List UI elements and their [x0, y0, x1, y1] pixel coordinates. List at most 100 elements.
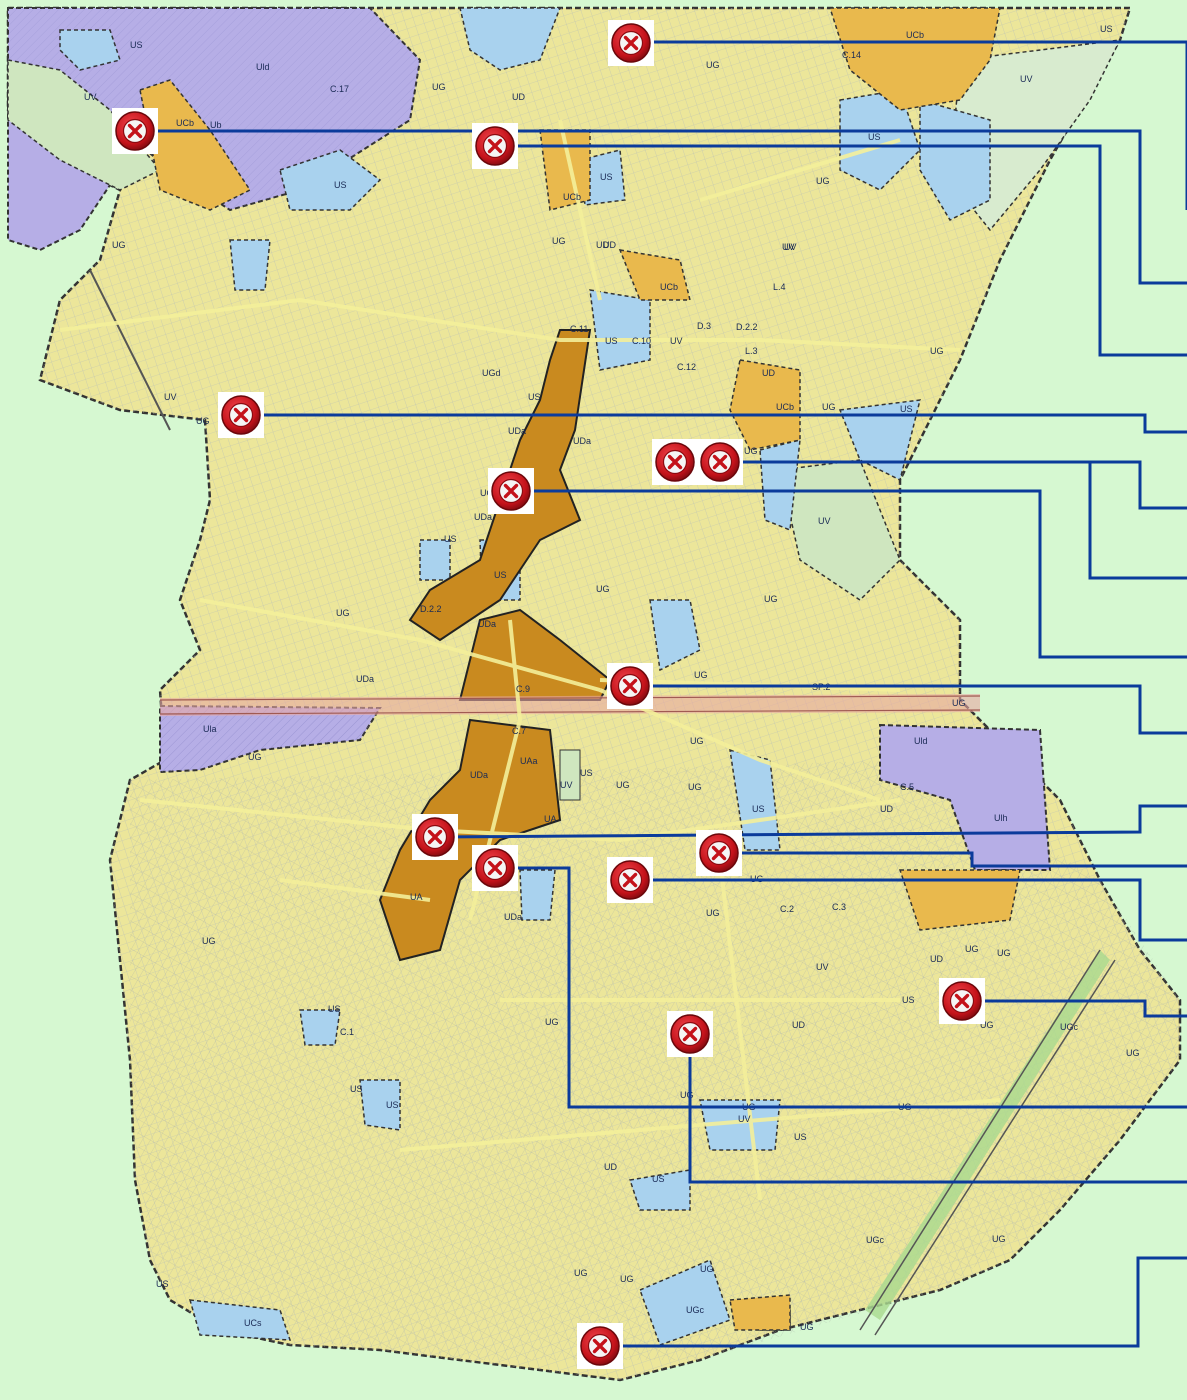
zone-label: UG — [616, 780, 630, 790]
zone-label: US — [494, 570, 507, 580]
zone-label: UD — [604, 1162, 617, 1172]
zone-label: Ulh — [994, 813, 1008, 823]
zone-label: UG — [690, 736, 704, 746]
zone-label: UD — [880, 804, 893, 814]
zone-label: UCb — [776, 402, 794, 412]
circle-x-icon[interactable] — [696, 830, 742, 876]
circle-x-icon[interactable] — [112, 108, 158, 154]
zone-label: UG — [336, 608, 350, 618]
circle-x-icon[interactable] — [607, 857, 653, 903]
zone-label: UV — [816, 962, 829, 972]
zone-label: US — [868, 132, 881, 142]
zone-label: UDa — [356, 674, 374, 684]
zone-label: UG — [202, 936, 216, 946]
zone-label: C.2 — [780, 904, 794, 914]
zone-label: US — [386, 1100, 399, 1110]
zone-label: UCs — [244, 1318, 262, 1328]
zone-label: UG — [816, 176, 830, 186]
zone-label: D.2.2 — [420, 604, 442, 614]
circle-x-icon[interactable] — [652, 439, 698, 485]
zone-label: UD — [603, 240, 616, 250]
zone-label: UV — [784, 242, 797, 252]
zone-label: US — [1100, 24, 1113, 34]
zone-label: UG — [545, 1017, 559, 1027]
circle-x-icon[interactable] — [939, 978, 985, 1024]
leader-line-3 — [496, 144, 1187, 357]
zone-label: US — [605, 336, 618, 346]
zone-label: UGc — [866, 1235, 885, 1245]
zone-label: C.14 — [842, 50, 861, 60]
zone-label: UCb — [563, 192, 581, 202]
zone-label: UG — [992, 1234, 1006, 1244]
zone-label: D.3 — [697, 321, 711, 331]
zone-label: US — [130, 40, 143, 50]
leader-line-9 — [434, 804, 1187, 839]
zone-label: C.1 — [340, 1027, 354, 1037]
leader-line-10 — [719, 851, 1187, 868]
zone-label: US — [902, 995, 915, 1005]
zone-label: UG — [700, 1264, 714, 1274]
zone-label: UV — [670, 336, 683, 346]
zone-label: Uld — [256, 62, 270, 72]
circle-x-icon[interactable] — [412, 814, 458, 860]
zone-label: UV — [560, 780, 573, 790]
zone-label: UG — [952, 698, 966, 708]
zone-label: UCb — [660, 282, 678, 292]
zone-label: Uld — [914, 736, 928, 746]
zone-label: US — [328, 1004, 341, 1014]
zone-label: US — [334, 180, 347, 190]
circle-x-icon[interactable] — [472, 123, 518, 169]
zone-label: UV — [84, 92, 97, 102]
zone-label: UG — [552, 236, 566, 246]
zone-label: C.5 — [900, 782, 914, 792]
leader-line-7 — [511, 489, 1187, 659]
zone-label: UCb — [176, 118, 194, 128]
zone-label: UDa — [478, 619, 496, 629]
zone-label: UG — [620, 1274, 634, 1284]
zone-label: UV — [738, 1114, 751, 1124]
zone-label: UV — [164, 392, 177, 402]
circle-x-icon[interactable] — [488, 468, 534, 514]
zone-label: UG — [596, 584, 610, 594]
zone-label: UG — [680, 1090, 694, 1100]
zone-label: L.3 — [745, 346, 758, 356]
zone-label: UV — [818, 516, 831, 526]
zone-label: UG — [706, 908, 720, 918]
circle-x-icon[interactable] — [608, 20, 654, 66]
zone-label: C.9 — [516, 684, 530, 694]
zone-label: UA — [410, 892, 423, 902]
zone-label: UGd — [482, 368, 501, 378]
circle-x-icon[interactable] — [607, 663, 653, 709]
zone-label: UG — [688, 782, 702, 792]
zone-label: UG — [694, 670, 708, 680]
circle-x-icon[interactable] — [472, 845, 518, 891]
leader-line-12 — [962, 999, 1187, 1018]
zone-label: UG — [248, 752, 262, 762]
zone-label: UDa — [474, 512, 492, 522]
zone-label: UCb — [906, 30, 924, 40]
circle-x-icon[interactable] — [577, 1323, 623, 1369]
leader-line-8 — [630, 684, 1187, 735]
zone-label: UGc — [686, 1305, 705, 1315]
zone-label: C.3 — [832, 902, 846, 912]
circle-x-icon[interactable] — [667, 1011, 713, 1057]
zone-label: US — [350, 1084, 363, 1094]
zone-label: UD — [762, 368, 775, 378]
zone-label: UG — [196, 416, 210, 426]
zone-label: UV — [782, 242, 795, 252]
leader-line-6 — [720, 460, 1187, 580]
circle-x-icon[interactable] — [218, 392, 264, 438]
zone-label: UAa — [520, 756, 538, 766]
zone-label: UD — [792, 1020, 805, 1030]
railway-corridor — [89, 269, 1116, 1336]
zone-label: UD — [596, 240, 609, 250]
zone-label: UG — [744, 446, 758, 456]
zone-label: L.4 — [773, 282, 786, 292]
circle-x-icon[interactable] — [697, 439, 743, 485]
zone-label: US — [580, 768, 593, 778]
zone-label: UD — [512, 92, 525, 102]
zone-label: US — [652, 1174, 665, 1184]
zone-label: UV — [1020, 74, 1033, 84]
